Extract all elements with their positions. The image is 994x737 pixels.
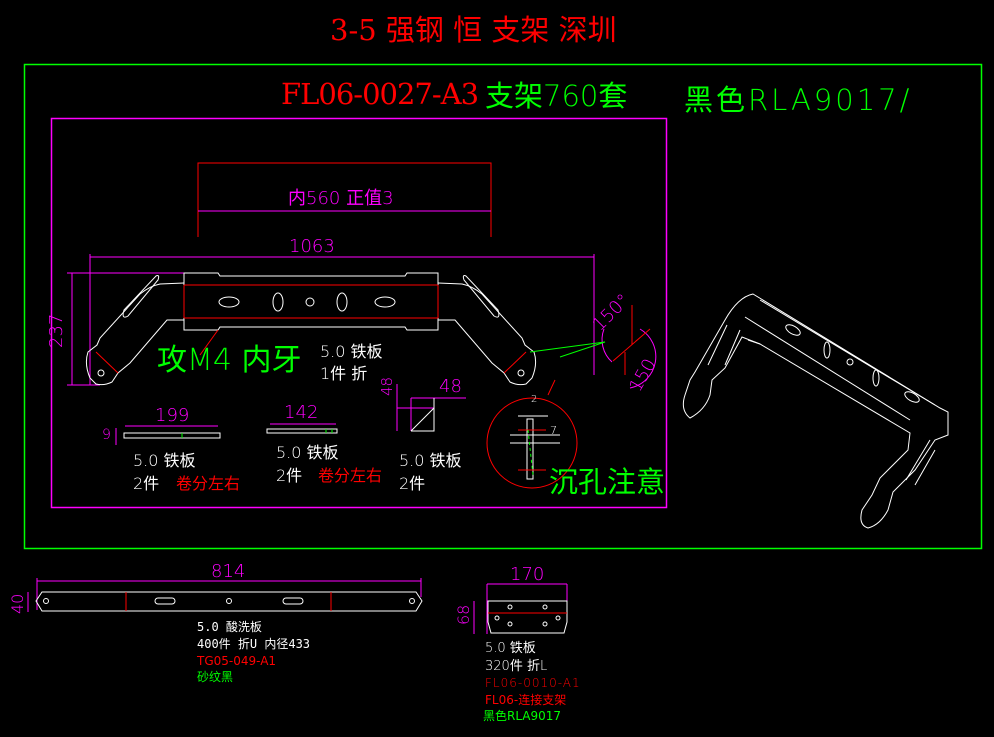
connector-dim-height: 68 — [454, 604, 473, 625]
header-color-spec: 黑色RLA9017/ — [684, 83, 913, 117]
part3-qty: 2件 — [399, 474, 426, 493]
detail-circle — [486, 379, 578, 489]
detail-dim-b: 7 — [550, 424, 557, 437]
part-199 — [115, 425, 221, 445]
part2-qty: 2件 — [276, 466, 303, 485]
main-qty: 1件 折 — [320, 364, 368, 383]
detail-dim-a: 2 — [531, 394, 538, 405]
part3-dim: 48 — [439, 376, 462, 397]
connector-material: 5.0 铁板 — [485, 641, 536, 656]
dim-inner-label: 内560 正值3 — [288, 188, 394, 209]
inner-frame — [50, 117, 668, 509]
part-142 — [266, 423, 338, 434]
part1-dim: 199 — [155, 405, 190, 426]
header-part-desc: 支架760套 — [485, 79, 628, 113]
part2-dim: 142 — [284, 402, 319, 423]
connector-dim-width: 170 — [510, 564, 545, 585]
dim-height-label: 237 — [46, 313, 67, 348]
strip-dim-length: 814 — [211, 561, 246, 582]
dim-inner-560 — [197, 162, 492, 237]
strip-material: 5.0 酸洗板 — [197, 620, 262, 634]
angle-callout — [529, 305, 657, 389]
part2-material: 5.0 铁板 — [276, 443, 339, 462]
part1-qty: 2件 — [133, 474, 160, 493]
part3-dim-side: 48 — [378, 376, 396, 396]
strip-finish: 砂纹黑 — [197, 670, 234, 684]
part1-dim-side: 9 — [102, 427, 111, 443]
connector-part-170 — [473, 583, 568, 634]
connector-finish: 黑色RLA9017 — [483, 709, 562, 723]
dim-1063 — [89, 254, 595, 385]
part-48 — [396, 384, 466, 432]
header-part-no: FL06-0027-A3 — [281, 77, 479, 111]
strip-qty: 400件 折U 内径433 — [197, 637, 311, 651]
outer-frame — [23, 63, 983, 550]
iso-bracket-view — [682, 293, 949, 529]
main-material: 5.0 铁板 — [320, 342, 383, 361]
dim-237 — [67, 272, 185, 386]
part3-material: 5.0 铁板 — [399, 451, 462, 470]
note-tap-m4: 攻M4 内牙 — [157, 343, 302, 378]
connector-desc: FL06-连接支架 — [485, 693, 567, 707]
connector-qty: 320件 折L — [485, 659, 548, 674]
part1-material: 5.0 铁板 — [133, 451, 196, 470]
strip-dim-width: 40 — [8, 593, 27, 614]
main-bracket-outline — [85, 272, 537, 386]
part1-note: 卷分左右 — [176, 474, 241, 493]
note-countersink: 沉孔注意 — [549, 465, 666, 499]
dim-width-label: 1063 — [289, 236, 335, 257]
strip-part-814 — [27, 578, 423, 612]
strip-part-no: TG05-049-A1 — [197, 654, 277, 668]
main-bracket-centerlines — [95, 284, 527, 374]
drawing-title: 3-5 强钢 恒 支架 深圳 — [330, 13, 617, 47]
connector-part-no: FL06-0010-A1 — [485, 676, 581, 690]
part2-note: 卷分左右 — [318, 466, 383, 485]
